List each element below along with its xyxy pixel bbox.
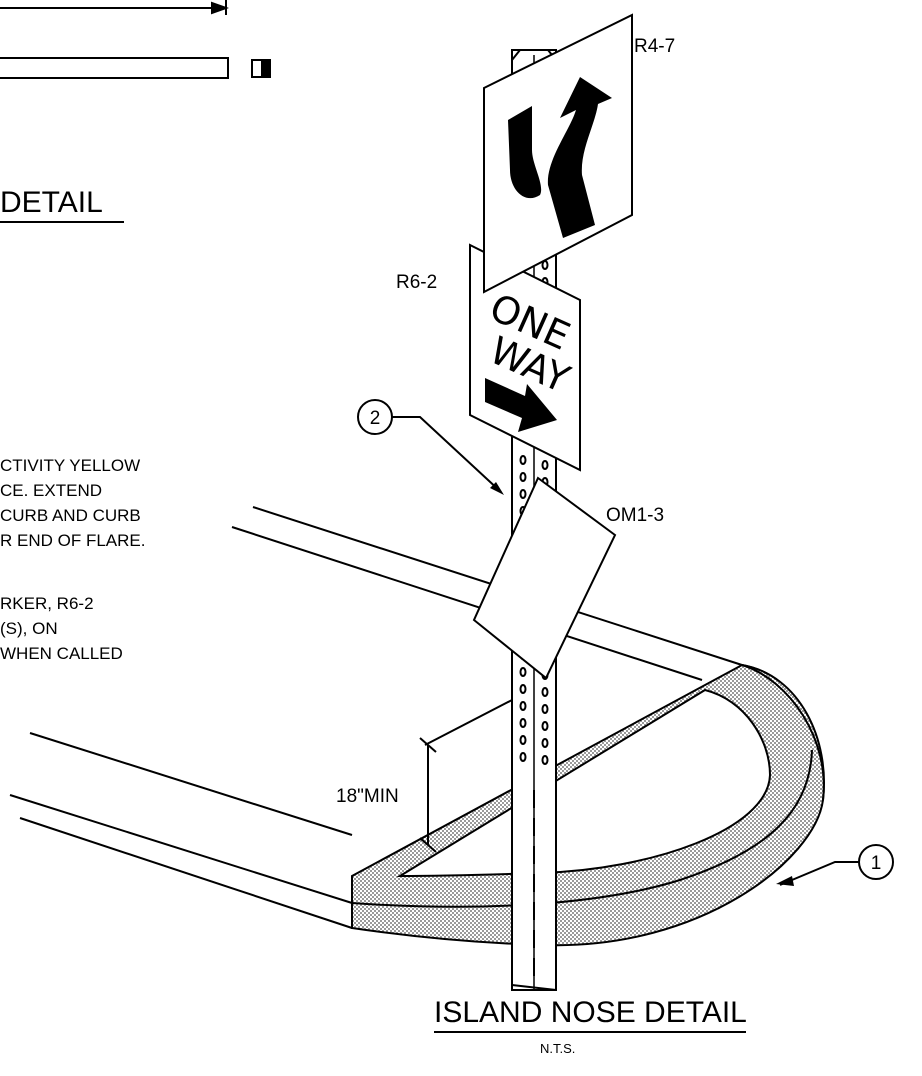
r4-7-label: R4-7 xyxy=(634,36,675,57)
keep-right-arrow-icon xyxy=(547,77,612,238)
r4-7-sign xyxy=(483,13,633,294)
min-height-dimension xyxy=(419,699,513,853)
callout-2: 2 xyxy=(357,399,504,495)
callout-1: 1 xyxy=(776,844,894,886)
r6-2-sign: ONE WAY xyxy=(469,243,581,472)
island-shape-icon xyxy=(508,106,542,199)
one-way-arrow-icon xyxy=(485,378,557,432)
callout-1-number: 1 xyxy=(871,853,882,874)
note-2-line-1: RKER, R6-2 xyxy=(0,594,94,613)
r6-2-label: R6-2 xyxy=(396,272,437,293)
om1-3-marker xyxy=(472,476,617,680)
note-1: CTIVITY YELLOW CE. EXTEND CURB AND CURB … xyxy=(0,456,145,550)
top-detail-title: DETAIL xyxy=(0,186,103,219)
top-dimension-arrow xyxy=(0,0,229,15)
note-1-line-4: R END OF FLARE. xyxy=(0,531,145,550)
top-bar-element xyxy=(0,57,271,79)
min-height-label: 18"MIN xyxy=(336,786,399,807)
island-nose-title: ISLAND NOSE DETAIL xyxy=(434,996,747,1029)
note-2-line-2: (S), ON xyxy=(0,619,58,638)
note-2-line-3: WHEN CALLED xyxy=(0,644,123,663)
note-1-line-3: CURB AND CURB xyxy=(0,506,141,525)
curb-lines-lower xyxy=(9,732,353,929)
callout-2-number: 2 xyxy=(370,408,381,429)
om1-3-label: OM1-3 xyxy=(606,505,664,526)
note-1-line-1: CTIVITY YELLOW xyxy=(0,456,140,475)
note-1-line-2: CE. EXTEND xyxy=(0,481,102,500)
island-nose-curb xyxy=(351,663,825,947)
scale-note: N.T.S. xyxy=(540,1041,575,1056)
note-2: RKER, R6-2 (S), ON WHEN CALLED xyxy=(0,594,123,663)
